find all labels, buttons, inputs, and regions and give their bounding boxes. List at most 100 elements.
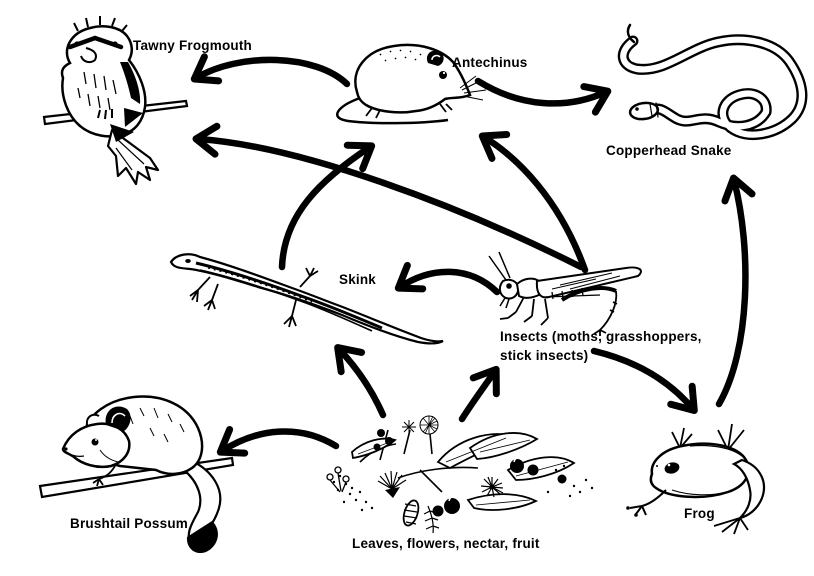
skink-illustration bbox=[169, 253, 444, 345]
label-skink: Skink bbox=[339, 272, 377, 287]
antechinus-speckles bbox=[379, 49, 422, 62]
label-insects-line-2: stick insects) bbox=[500, 348, 589, 363]
snake-body-inner bbox=[620, 36, 806, 138]
grasshopper-hind-tibia bbox=[593, 290, 618, 336]
brushtail-possum-illustration bbox=[38, 395, 235, 554]
grasshopper-head bbox=[498, 278, 520, 300]
label-tawny-frogmouth: Tawny Frogmouth bbox=[133, 38, 252, 53]
gum-blossom-fan bbox=[377, 470, 407, 490]
grasshopper-eye bbox=[506, 283, 512, 289]
arrow-antechinus-to-copperhead-snake bbox=[474, 77, 612, 116]
possum-mouth bbox=[65, 451, 85, 458]
berry-2 bbox=[385, 437, 393, 445]
frogmouth-beak bbox=[80, 47, 97, 64]
arrow-insects-to-antechinus bbox=[478, 131, 589, 274]
frog-hind-thigh bbox=[731, 458, 766, 521]
leaf-4 bbox=[506, 456, 576, 481]
label-copperhead-snake: Copperhead Snake bbox=[606, 143, 732, 158]
arrow-plants-to-brushtail-possum bbox=[216, 426, 340, 457]
label-plants: Leaves, flowers, nectar, fruit bbox=[352, 536, 540, 551]
insects-illustration bbox=[488, 251, 642, 336]
antechinus-ear bbox=[426, 50, 444, 66]
skink-legs bbox=[189, 267, 319, 328]
arrow-plants-to-skink bbox=[334, 344, 387, 419]
starburst-flower bbox=[480, 476, 504, 498]
snake-head-stripes bbox=[649, 102, 659, 118]
skink-dorsal-stripe bbox=[195, 261, 383, 330]
dark-berry-2 bbox=[527, 464, 539, 476]
possum-ear-inner bbox=[111, 412, 126, 424]
possum-eye-glint bbox=[95, 439, 97, 441]
banksia-ticks bbox=[403, 503, 418, 525]
antechinus-tail bbox=[335, 96, 449, 125]
frog-toe-pad-2 bbox=[634, 513, 638, 517]
grasshopper-hind-femur bbox=[560, 286, 617, 302]
frogmouth-plumage-streaks bbox=[77, 71, 117, 111]
antechinus-illustration bbox=[335, 43, 487, 125]
possum-fur-streaks bbox=[99, 407, 185, 463]
possum-eye bbox=[91, 438, 99, 446]
frog-belly-crease bbox=[671, 489, 727, 496]
dark-berry-3 bbox=[444, 498, 460, 514]
arrow-insects-to-skink bbox=[394, 261, 501, 296]
scatter-dots bbox=[332, 464, 594, 512]
leaf-5 bbox=[466, 493, 539, 511]
label-insects-line-1: Insects (moths, grasshoppers, bbox=[500, 329, 702, 344]
berry-3 bbox=[373, 443, 381, 451]
antechinus-eye-glint bbox=[442, 71, 446, 75]
grasshopper-wing bbox=[535, 266, 642, 299]
frogmouth-feet bbox=[97, 109, 113, 120]
frogmouth-wing-patch bbox=[124, 108, 143, 127]
grasshopper-mouthparts bbox=[499, 297, 510, 309]
snake-neck-inner bbox=[647, 105, 770, 130]
arrow-frog-to-copperhead-snake bbox=[715, 174, 756, 408]
arrow-antechinus-to-tawny-frogmouth bbox=[190, 53, 351, 88]
berry-1 bbox=[377, 429, 385, 437]
antechinus-paws bbox=[365, 103, 453, 119]
frogmouth-tail bbox=[106, 128, 160, 186]
grasshopper-front-legs bbox=[499, 296, 549, 326]
dark-berry-1 bbox=[510, 459, 524, 473]
small-flower bbox=[402, 420, 416, 434]
antechinus-whiskers bbox=[459, 75, 487, 101]
arrow-insects-to-frog bbox=[590, 347, 698, 415]
frogmouth-left-eye bbox=[74, 41, 80, 47]
skink-scale-dashes bbox=[207, 267, 313, 303]
label-brushtail-possum: Brushtail Possum bbox=[70, 516, 188, 531]
grasshopper-wing-veins bbox=[551, 272, 621, 290]
label-antechinus: Antechinus bbox=[452, 55, 528, 70]
dark-berry-5 bbox=[557, 474, 567, 484]
frog-illustration bbox=[626, 423, 766, 535]
arrow-skink-to-antechinus bbox=[278, 141, 376, 271]
dandelion-spokes bbox=[420, 415, 438, 435]
possum-front-paw bbox=[92, 463, 117, 487]
frog-front-leg bbox=[629, 489, 667, 516]
frog-eye-glint bbox=[667, 463, 671, 467]
skink-side-stripe bbox=[199, 269, 373, 332]
frog-toe-pad-1 bbox=[626, 506, 630, 510]
fern-frond bbox=[423, 505, 440, 534]
arrow-plants-to-insects bbox=[458, 365, 500, 423]
label-insects: Insects (moths, grasshoppers, stick inse… bbox=[500, 327, 702, 365]
frog-back-line bbox=[689, 444, 743, 457]
antechinus-ear-inner bbox=[431, 54, 441, 61]
skink-eye bbox=[185, 259, 191, 263]
snake-eye bbox=[635, 107, 639, 111]
frogmouth-right-eye bbox=[112, 41, 118, 47]
banksia-cone bbox=[402, 499, 420, 527]
possum-nose bbox=[64, 447, 68, 451]
arrow-insects-to-tawny-frogmouth bbox=[192, 122, 585, 271]
starburst-center bbox=[489, 484, 495, 490]
plants-illustration bbox=[326, 415, 594, 534]
antechinus-eye bbox=[439, 71, 447, 79]
frogmouth-crown-fuzz bbox=[73, 16, 128, 32]
berry-highlights bbox=[448, 455, 522, 502]
frog-nostril bbox=[656, 465, 658, 467]
arrows-layer bbox=[190, 53, 756, 457]
frogmouth-wing-edge bbox=[120, 62, 141, 104]
bud-cluster bbox=[326, 466, 350, 493]
possum-ear bbox=[105, 406, 131, 431]
label-frog: Frog bbox=[684, 506, 715, 521]
snake-tail-tip bbox=[626, 23, 636, 44]
